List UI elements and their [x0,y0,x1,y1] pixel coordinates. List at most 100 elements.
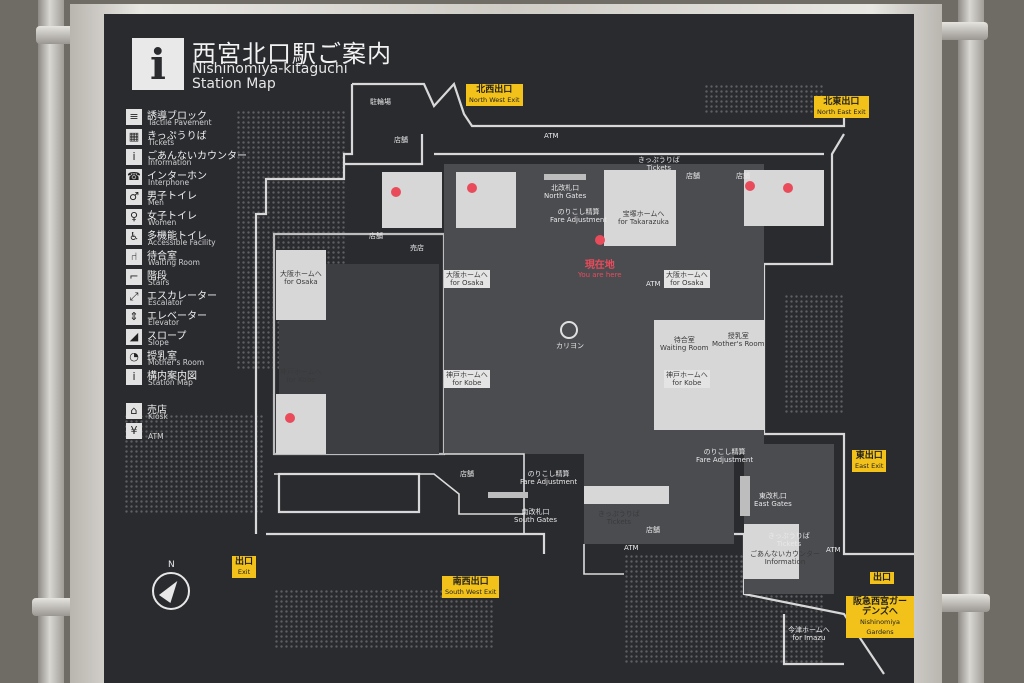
escalator-icon: ⤢ [126,289,142,305]
legend-label-jp: 男子トイレ [147,191,197,202]
map-title-en: Nishinomiya-kitaguchi Station Map [192,62,348,92]
shop-label-east2: 店舗 [736,172,750,180]
legend-label-en: Interphone [148,178,190,187]
shop-label-east: 店舗 [686,172,700,180]
legend-label-jp: 女子トイレ [147,211,197,222]
braille-strip [784,294,844,414]
west-stair-2 [276,394,326,454]
legend-label-jp: 授乳室 [147,351,177,362]
legend-label-en: Stairs [148,278,170,287]
corridor-guides [274,453,624,575]
legend-label-en: Escalator [148,298,183,307]
legend-label-en: Mother's Room [148,358,205,367]
legend-label-en: Tickets [148,138,175,147]
map-title-en-line2: Station Map [192,76,276,92]
shop-label-west: 店舗 [369,232,383,240]
tactile-paving-icon: ≡ [126,109,142,125]
station-floor-plan [254,81,914,675]
elevator-icon: ⇕ [126,309,142,325]
south-west-corridor [266,532,546,554]
atm-label-east: ATM [826,546,841,554]
exit-sign-east-small: 出口 [870,572,895,584]
station-map-icon: i [126,369,142,385]
legend-label-jp: 多機能トイレ [147,231,207,242]
men-toilet-icon: ♂ [126,189,142,205]
east-gate-bars [740,476,750,516]
right-pole [958,0,984,683]
stairs-icon: ⌐ [126,269,142,285]
legend-label-en: Women [148,218,177,227]
mothers-room-icon: ◔ [126,349,142,365]
legend-label-jp: 売店 [147,405,167,416]
legend-label-en: ATM [148,432,164,441]
north-gate-bars [544,174,586,180]
compass-n-label: N [168,560,175,570]
legend-label-jp: ごあんないカウンター [147,151,247,162]
north-compass: N [152,560,190,610]
legend-label-en: Elevator [148,318,180,327]
shop-label-south: 店舗 [460,470,474,478]
legend-label-en: Waiting Room [148,258,200,267]
parking-label: 駐輪場 [370,98,391,106]
info-area [744,524,799,579]
slope-icon: ◢ [126,329,142,345]
legend-label-en: Kiosk [148,412,168,421]
braille-strip [704,84,824,114]
you-are-here-label: 現在地 You are here [578,260,622,279]
legend-label-en: Tactile Pavement [148,118,212,127]
right-bolt-top [930,22,988,40]
kiosk-label: 売店 [410,244,424,252]
legend-label-en: Information [148,158,192,167]
legend-label-en: Station Map [148,378,193,387]
legend-label-jp: スロープ [147,331,187,342]
legend-label-jp: インターホン [147,171,207,182]
no-entry-signs [285,181,793,423]
kiosk-icon: ⌂ [126,403,142,419]
atm-label-south: ATM [624,544,639,552]
compass-arrow-icon [158,576,184,604]
information-icon: i [126,149,142,165]
braille-strip [274,589,494,649]
waiting-room-icon: ⑁ [126,249,142,265]
west-lower-block [277,472,421,514]
map-title-en-line1: Nishinomiya-kitaguchi [192,61,348,77]
east-stair [744,170,824,226]
osaka-stair-2 [456,172,516,228]
legend-label-jp: エレベーター [147,311,207,322]
tickets-area [584,486,669,504]
platform-stairs [276,170,824,579]
map-title-jp: 西宮北口駅ご案内 [192,40,392,68]
legend-label-en: Men [148,198,164,207]
osaka-stair-1 [382,172,442,228]
legend-label-jp: 構内案内図 [147,371,197,382]
right-bolt-bottom [932,594,990,612]
legend-label-jp: エスカレーター [147,291,217,302]
legend-label-jp: 待合室 [147,251,177,262]
women-toilet-icon: ♀ [126,209,142,225]
